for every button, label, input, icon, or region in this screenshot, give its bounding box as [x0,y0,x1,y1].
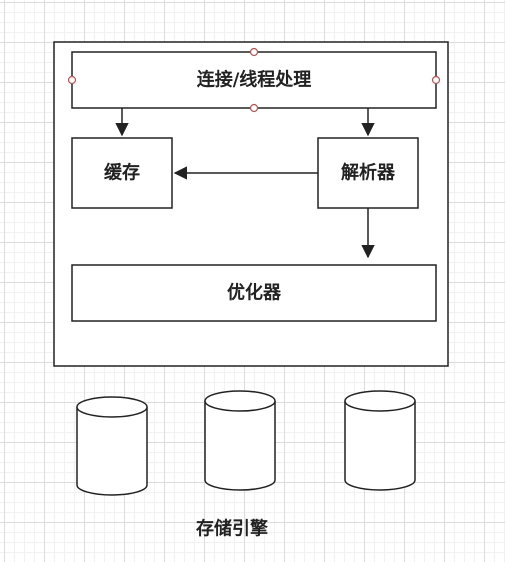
parser-box[interactable]: 解析器 [317,137,419,209]
parser-label: 解析器 [341,162,396,184]
storage-engine-label: 存储引擎 [196,518,268,540]
connection-handling-box[interactable]: 连接/线程处理 [71,51,437,109]
selection-handle-left[interactable] [67,75,77,85]
selection-handle-bottom[interactable] [249,103,259,113]
storage-engine-cylinder-1[interactable] [76,396,148,496]
storage-engine-cylinder-3[interactable] [344,390,416,491]
cache-box[interactable]: 缓存 [71,137,173,209]
selection-handle-top[interactable] [249,47,259,57]
storage-engine-cylinder-2[interactable] [204,390,276,491]
optimizer-box[interactable]: 优化器 [71,264,437,322]
optimizer-label: 优化器 [227,282,282,304]
connection-handling-label: 连接/线程处理 [197,69,312,91]
cache-label: 缓存 [104,162,140,184]
selection-handle-right[interactable] [431,75,441,85]
